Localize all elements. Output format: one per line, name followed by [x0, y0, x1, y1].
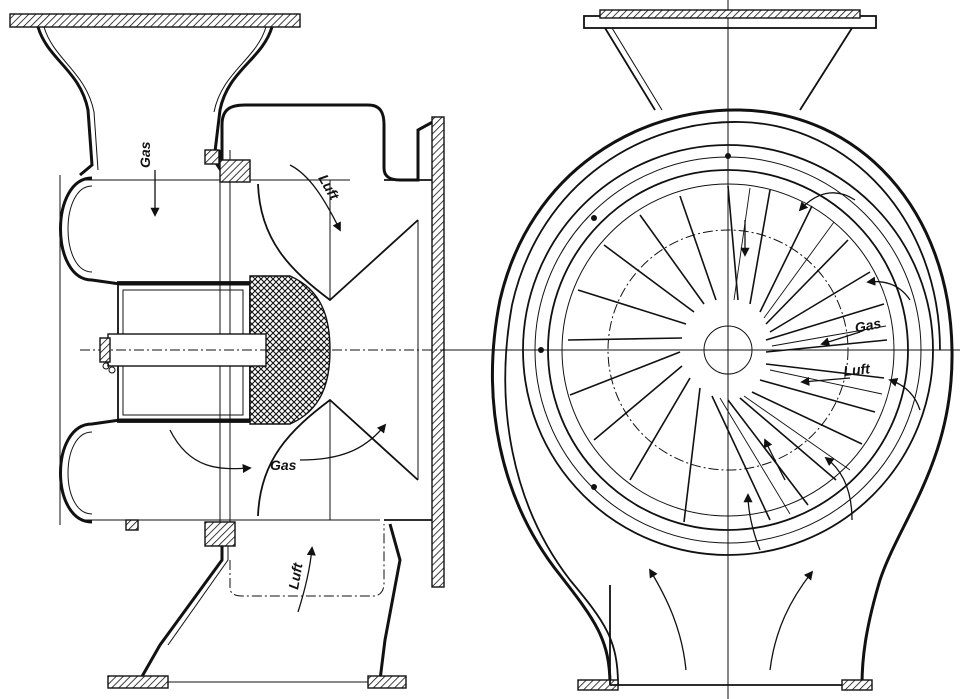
- gas-right-label: Gas: [853, 315, 882, 336]
- drain-plug: [125, 519, 139, 531]
- lower-gas-lobe: [59, 418, 258, 524]
- gas-outlet-arrow: [169, 429, 252, 474]
- luft-top-label: Luft: [315, 172, 343, 204]
- air-lower-arrow: [297, 546, 316, 613]
- bolt-dot: [725, 153, 731, 159]
- diffuser-ring-outer: [522, 144, 934, 556]
- flow-arrow: [798, 192, 856, 212]
- wheel-rim: [547, 169, 909, 531]
- flow-arrow: [743, 493, 761, 551]
- top-flange: [9, 13, 301, 28]
- flow-arrow: [888, 377, 921, 411]
- flow-arrow: [824, 456, 853, 521]
- luft-right-label: Luft: [843, 360, 872, 379]
- volute-outer: [491, 108, 954, 686]
- front-view: Gas Luft: [440, 0, 960, 699]
- upper-gas-lobe: [59, 176, 258, 286]
- lower-air-casing: [138, 524, 224, 681]
- section-view: Gas Luft Gas Luft: [9, 13, 460, 689]
- hub: [703, 325, 753, 375]
- flow-arrow: [769, 570, 814, 671]
- top-funnel-right-wall: [212, 26, 274, 176]
- upper-air-casing: [220, 103, 441, 182]
- bottom-flange-right: [367, 675, 407, 689]
- luft-bottom-label: Luft: [285, 560, 306, 590]
- upper-diffuser: [257, 183, 419, 302]
- bolt-dot: [591, 484, 597, 490]
- top-funnel-left-wall: [36, 26, 94, 177]
- bottom-flange-left: [107, 675, 169, 689]
- air-upper-arrow: [289, 164, 341, 232]
- gas-flow-arrow: [820, 331, 861, 347]
- lower-diffuser: [257, 398, 419, 517]
- right-flange: [431, 116, 445, 588]
- gas-top-label: Gas: [137, 141, 153, 168]
- front-bottom-flange-right: [841, 679, 873, 691]
- impeller-blades: [567, 185, 888, 523]
- bolt-dot: [591, 215, 597, 221]
- flow-arrow: [866, 276, 911, 301]
- turbine-wheel: [249, 275, 331, 425]
- bolt-dot: [538, 347, 544, 353]
- air-flow-arrow: [800, 376, 851, 386]
- flow-arrow: [763, 438, 786, 481]
- gas-bottom-label: Gas: [270, 457, 297, 473]
- flow-arrow: [649, 568, 687, 671]
